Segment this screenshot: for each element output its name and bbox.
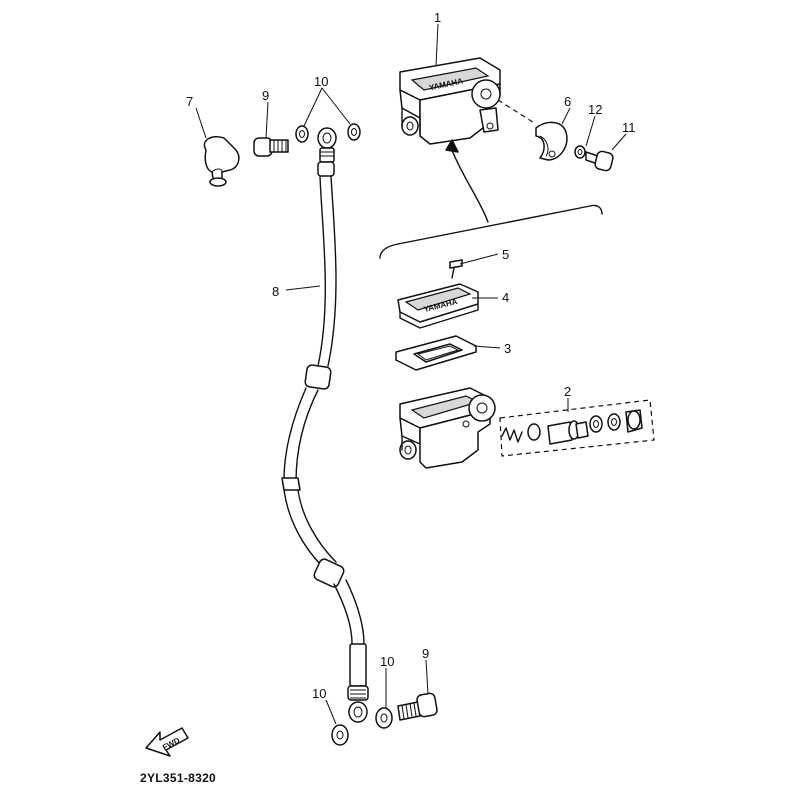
callout-3: 3 [504, 341, 511, 356]
diagram-part-code: 2YL351-8320 [140, 771, 216, 785]
part-2-piston-kit [499, 399, 655, 457]
master-cylinder-body-exploded [399, 387, 496, 469]
callout-10-bottom-left: 10 [312, 686, 326, 701]
part-11-bolt [585, 150, 614, 172]
part-10-washer-bottom-left [331, 724, 349, 746]
callout-9-bottom: 9 [422, 646, 429, 661]
assembly-pointer-arrow [445, 139, 489, 223]
leader-lines [195, 23, 627, 725]
part-10-washer-bottom-right [375, 707, 393, 729]
callout-10-top: 10 [314, 74, 328, 89]
part-3-diaphragm [395, 335, 477, 371]
part-9-union-bolt-bottom [397, 692, 438, 721]
forward-direction-arrow: FWD [145, 727, 189, 757]
callout-11: 11 [622, 120, 636, 135]
part-1-master-cylinder: YAMAHA [399, 57, 537, 145]
callout-12: 12 [588, 102, 602, 117]
part-6-clamp [535, 121, 568, 161]
callout-numbers: 1 6 12 11 9 10 7 8 5 4 3 2 10 10 9 [186, 10, 636, 701]
callout-8: 8 [272, 284, 279, 299]
callout-10-bottom-right: 10 [380, 654, 394, 669]
callout-2: 2 [564, 384, 571, 399]
callout-7: 7 [186, 94, 193, 109]
part-4-reservoir-cap: YAMAHA [397, 283, 479, 329]
exploded-view-bracket [379, 204, 603, 259]
part-7-banjo-cap [203, 136, 240, 187]
part-10-washers-top [295, 123, 361, 143]
part-9-union-bolt-top [253, 137, 289, 157]
callout-9-top: 9 [262, 88, 269, 103]
part-8-brake-hose [281, 127, 369, 723]
part-12-washer [574, 145, 586, 159]
callout-6: 6 [564, 94, 571, 109]
part-5-screw [449, 259, 463, 279]
callout-5: 5 [502, 247, 509, 262]
callout-1: 1 [434, 10, 441, 25]
callout-4: 4 [502, 290, 509, 305]
